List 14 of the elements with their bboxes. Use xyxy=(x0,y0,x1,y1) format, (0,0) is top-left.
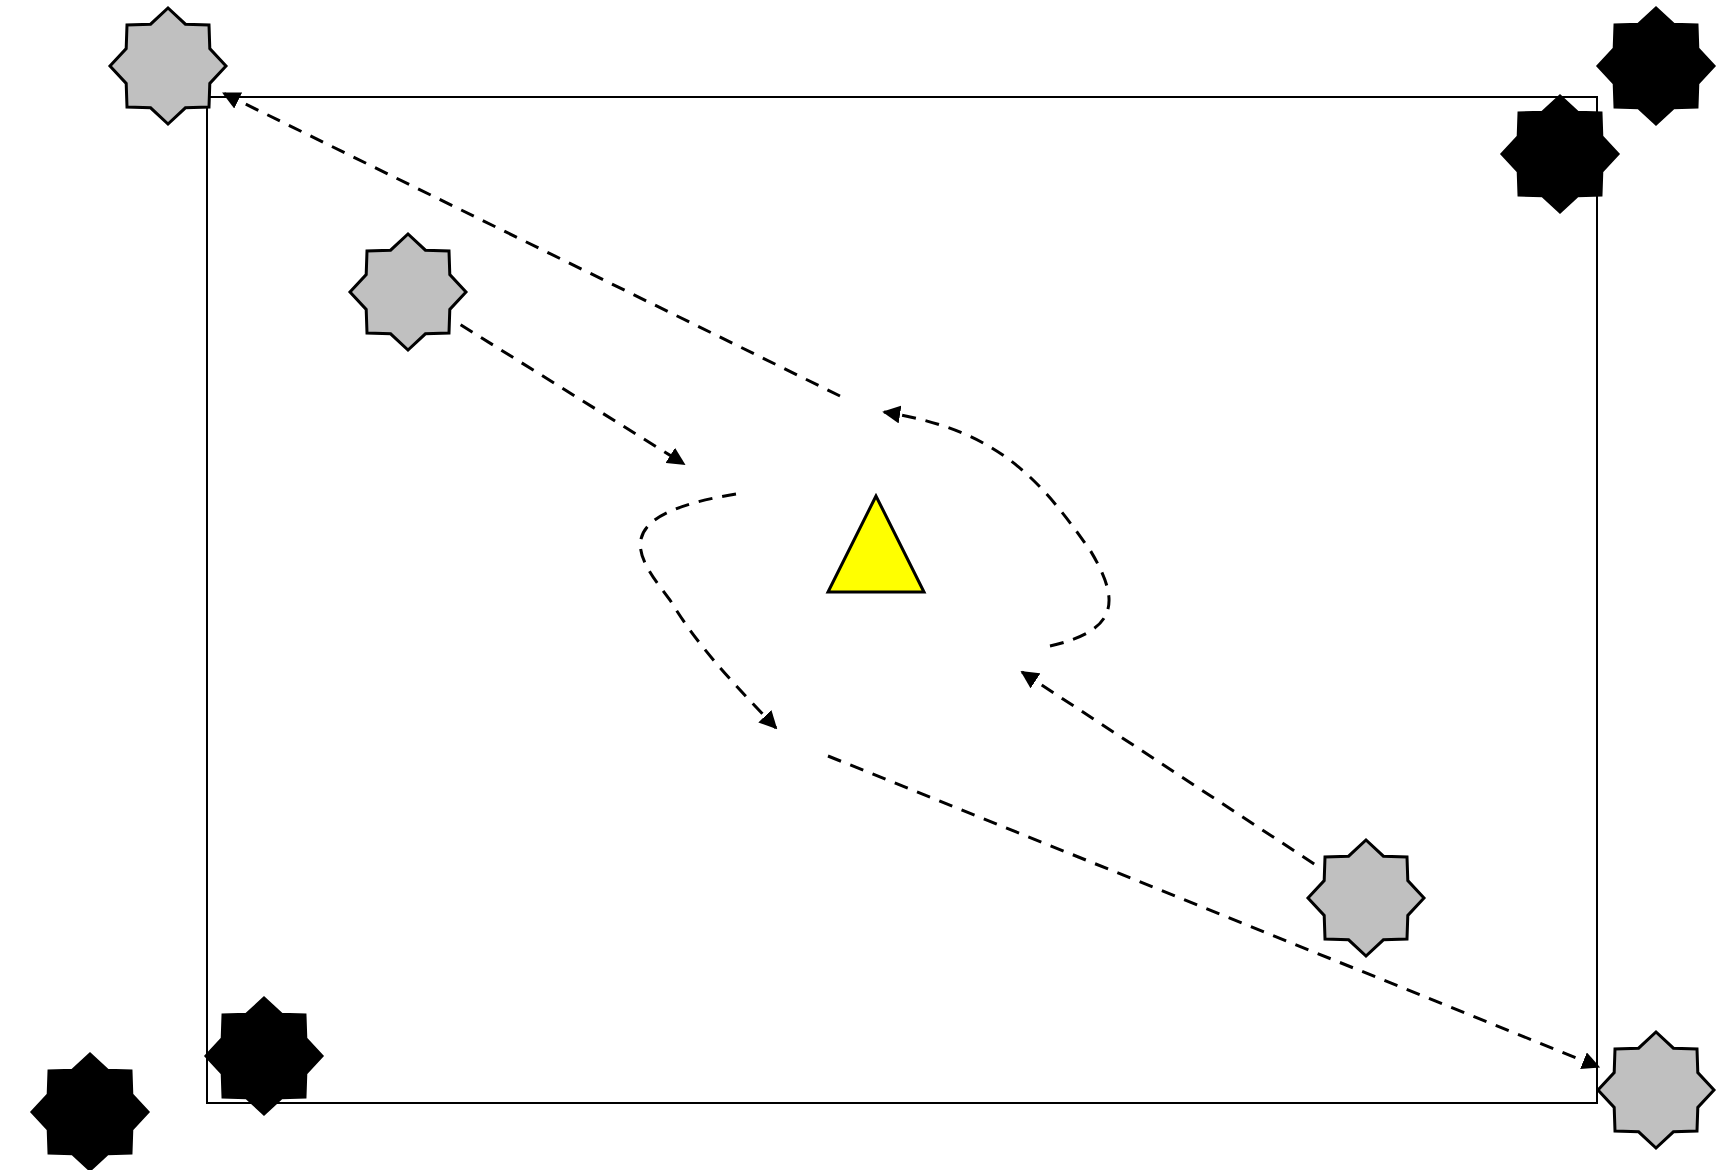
arrow xyxy=(222,92,841,398)
frame-rectangle xyxy=(206,96,1598,1104)
star-shape xyxy=(1598,1032,1714,1148)
arrow xyxy=(459,323,686,466)
star-shape xyxy=(1598,8,1714,124)
star-shape xyxy=(110,8,226,124)
triangle-shape xyxy=(827,495,923,591)
star-shape xyxy=(32,1054,148,1170)
star-shape xyxy=(349,233,465,349)
star-shape xyxy=(1307,839,1423,955)
star-shape xyxy=(206,998,322,1114)
arrow xyxy=(827,754,1601,1070)
star-shape xyxy=(1502,96,1618,212)
arrow xyxy=(1020,670,1315,866)
